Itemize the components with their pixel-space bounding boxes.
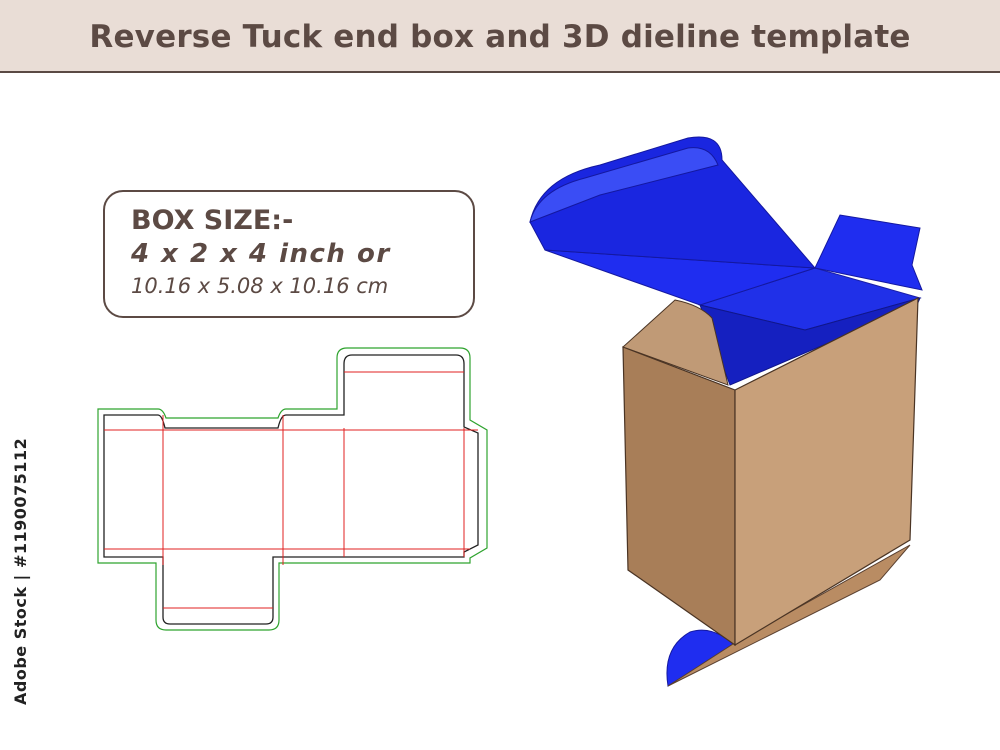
box-size-cm: 10.16 x 5.08 x 10.16 cm <box>131 274 389 298</box>
box-front-face <box>734 297 919 647</box>
box-size-panel: BOX SIZE:- 4 x 2 x 4 inch or 10.16 x 5.0… <box>103 190 475 318</box>
fold-lines <box>104 371 478 609</box>
box-3d-illustration <box>529 136 923 687</box>
bottom-kraft-strip <box>667 544 911 687</box>
box-size-inch: 4 x 2 x 4 inch or <box>131 239 391 269</box>
box-side-face <box>622 346 736 647</box>
dust-flap-front <box>622 299 729 386</box>
title-banner: Reverse Tuck end box and 3D dieline temp… <box>0 0 1000 73</box>
page-title: Reverse Tuck end box and 3D dieline temp… <box>89 18 911 55</box>
box-size-heading: BOX SIZE:- <box>131 205 294 236</box>
dust-flap-right <box>814 214 923 291</box>
lid-tuck <box>529 147 719 223</box>
cut-outline <box>103 354 479 625</box>
lid-top <box>529 136 817 269</box>
bleed-outline <box>97 347 488 631</box>
